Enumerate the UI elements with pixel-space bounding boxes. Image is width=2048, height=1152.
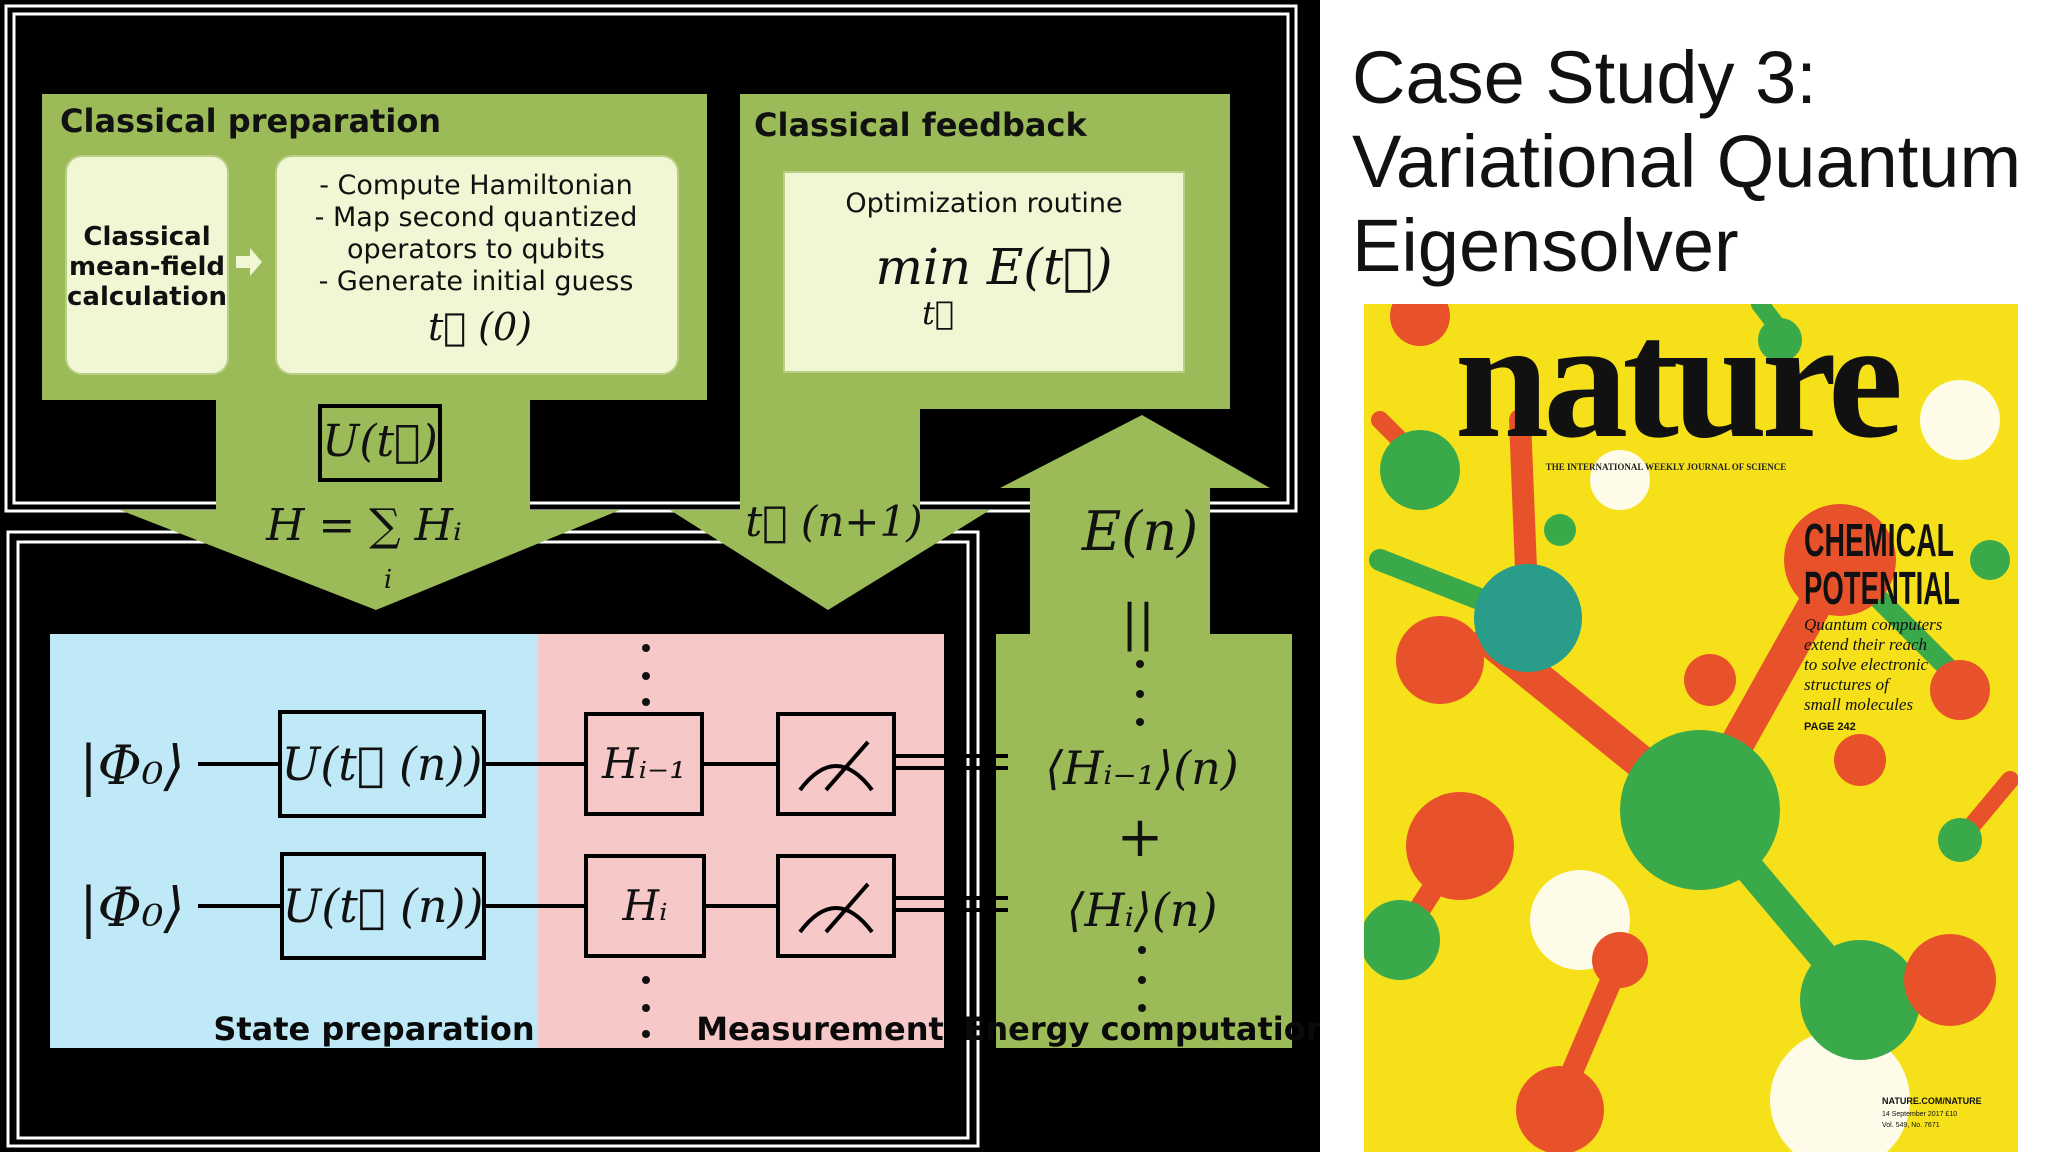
objective-subscript: t⃗ <box>922 294 954 332</box>
cover-headline-1: CHEMICAL <box>1804 514 1954 566</box>
mean-field-line-2: mean-field <box>69 252 225 282</box>
hamiltonian-line-1: - Compute Hamiltonian <box>319 170 633 201</box>
measure-gate-1 <box>776 712 896 816</box>
ansatz-label: U(t⃗) <box>322 416 438 467</box>
hamiltonian-line-3: operators to qubits <box>347 234 605 265</box>
cover-background <box>1364 304 2018 1152</box>
slide-title-line-3: Eigensolver <box>1352 204 1739 287</box>
ansatz-frame <box>318 404 442 482</box>
h-i-gate <box>584 854 706 958</box>
cover-subtitle-4: structures of <box>1804 675 1891 694</box>
input-state-2: |Φ₀⟩ <box>79 876 184 939</box>
unitary-label-1: U(t⃗ (n)) <box>282 737 483 791</box>
objective-function: min E(t⃗) <box>875 238 1112 296</box>
unitary-gate-1 <box>278 710 486 818</box>
vqe-diagram: Classical preparation Classical feedback… <box>0 0 1320 1152</box>
optimization-title: Optimization routine <box>845 188 1122 219</box>
cover-footer-2: 14 September 2017 £10 <box>1882 1111 1957 1118</box>
classical-preparation-header: Classical preparation <box>60 102 441 140</box>
mean-field-box <box>65 155 229 375</box>
h-i-label: Hᵢ <box>621 881 667 930</box>
cover-tagline: THE INTERNATIONAL WEEKLY JOURNAL OF SCIE… <box>1546 462 1786 472</box>
energy-value: E(n) <box>1081 500 1198 563</box>
cover-subtitle-1: Quantum computers <box>1804 615 1943 634</box>
cover-page-ref: PAGE 242 <box>1804 721 1856 733</box>
slide-title: Case Study 3: Variational Quantum Eigens… <box>1352 36 2032 288</box>
molecule-atoms <box>1364 304 2010 1152</box>
measure-gate-2 <box>776 854 896 958</box>
unitary-gate-2 <box>280 852 486 960</box>
slide-title-line-1: Case Study 3: <box>1352 36 1817 119</box>
measurement-dots <box>642 644 650 1038</box>
cover-footer-3: Vol. 549, No. 7671 <box>1882 1122 1940 1129</box>
mean-field-line-3: calculation <box>67 282 227 312</box>
cover-subtitle-5: small molecules <box>1804 695 1913 714</box>
small-arrow-icon <box>236 248 262 276</box>
optimization-box <box>783 171 1185 373</box>
expectation-i: ⟨Hᵢ⟩(n) <box>1067 883 1218 937</box>
cover-footer-1: NATURE.COM/NATURE <box>1882 1096 1982 1106</box>
input-state-1: |Φ₀⟩ <box>79 734 184 797</box>
hamiltonian-box <box>275 155 679 375</box>
expectation-prev: ⟨Hᵢ₋₁⟩(n) <box>1045 741 1239 795</box>
mean-field-line-1: Classical <box>83 222 210 252</box>
state-preparation-region <box>50 634 538 1048</box>
hamiltonian-line-4: - Generate initial guess <box>319 266 634 297</box>
measurement-label: Measurement <box>696 1010 944 1048</box>
initial-guess: t⃗ (0) <box>428 305 532 349</box>
unitary-label-2: U(t⃗ (n)) <box>283 879 484 933</box>
cover-headline-2: POTENTIAL <box>1804 562 1960 614</box>
hamiltonian-line-2: - Map second quantized <box>315 202 638 233</box>
h-prev-label: Hᵢ₋₁ <box>601 739 686 788</box>
vertical-dots <box>1136 660 1146 1012</box>
state-preparation-label: State preparation <box>213 1010 534 1048</box>
equals-sign: || <box>1121 594 1155 652</box>
plus-sign: + <box>1117 805 1164 870</box>
h-prev-gate <box>584 712 704 816</box>
molecule-bonds <box>1369 304 2018 1111</box>
next-params: t⃗ (n+1) <box>745 497 922 546</box>
cover-masthead: nature <box>1455 285 1900 473</box>
white-blobs <box>1530 380 2000 1152</box>
classical-feedback-header: Classical feedback <box>754 106 1087 144</box>
slide-title-line-2: Variational Quantum <box>1352 120 2022 203</box>
qubit-wires <box>198 754 1008 912</box>
cover-subtitle-3: to solve electronic <box>1804 655 1928 674</box>
cover-subtitle-2: extend their reach <box>1804 635 1927 654</box>
hamiltonian-sum: H = ∑ Hᵢ <box>265 500 462 551</box>
meter-icon <box>798 882 874 934</box>
energy-computation-label: Energy computation <box>964 1010 1320 1048</box>
measurement-region <box>538 634 944 1048</box>
hamiltonian-sum-index: i <box>384 565 392 595</box>
meter-icon <box>798 740 874 792</box>
